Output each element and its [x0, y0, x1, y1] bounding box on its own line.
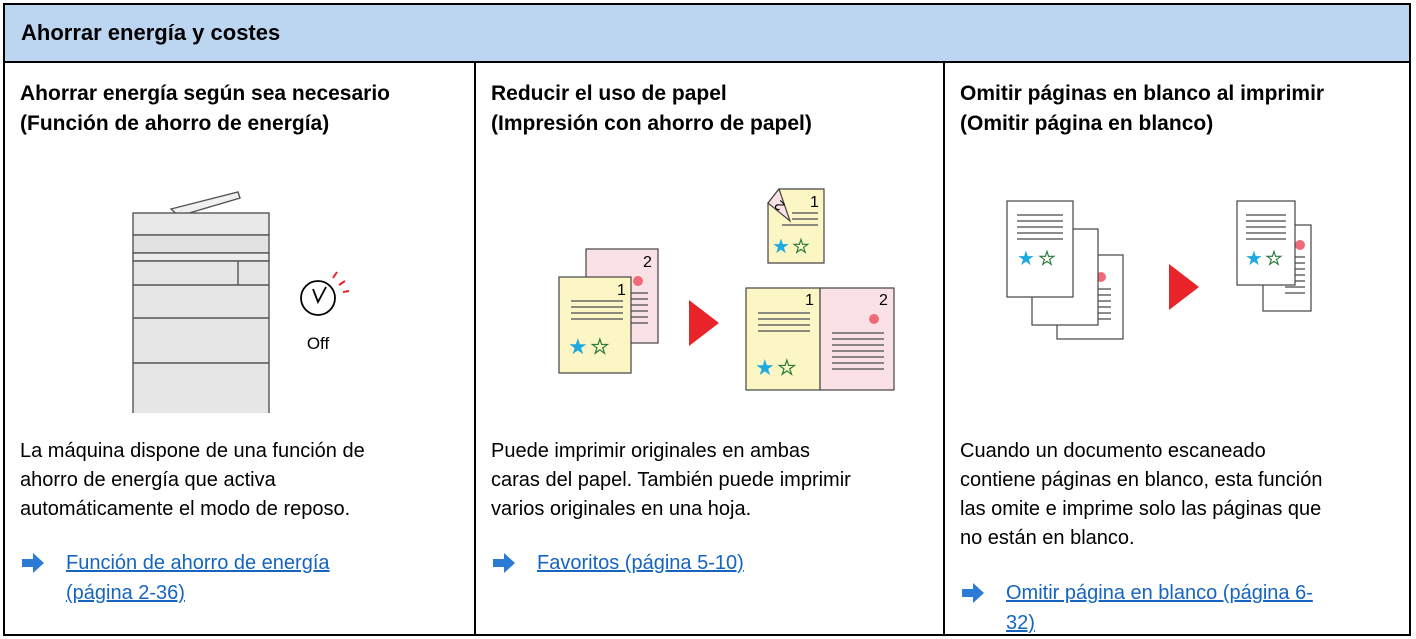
- duplex-illustration: 2 1 ★ ☆: [476, 173, 943, 413]
- energy-illustration: Off: [5, 173, 474, 413]
- content-panel: Ahorrar energía y costes Ahorrar energía…: [3, 3, 1411, 636]
- svg-text:★: ★: [568, 334, 588, 359]
- feature-column-paper: Reducir el uso de papel (Impresión con a…: [474, 63, 943, 634]
- feature-title-line: Reducir el uso de papel: [491, 82, 727, 105]
- reference: Función de ahorro de energía (página 2-3…: [20, 548, 330, 608]
- svg-text:★: ★: [755, 355, 775, 380]
- reference: Favoritos (página 5-10): [491, 548, 744, 578]
- svg-text:1: 1: [810, 194, 819, 211]
- document-pages-icon: ★ ☆: [1006, 200, 1312, 340]
- feature-description: Puede imprimir originales en ambas caras…: [491, 437, 925, 524]
- printer-icon: Off: [132, 191, 350, 413]
- feature-title: Omitir páginas en blanco al imprimir (Om…: [960, 79, 1399, 139]
- feature-title-line: (Función de ahorro de energía): [20, 112, 330, 135]
- svg-text:☆: ☆: [777, 355, 797, 380]
- feature-title-line: Omitir páginas en blanco al imprimir: [960, 82, 1325, 105]
- description-line: no están en blanco.: [960, 527, 1135, 549]
- description-line: ahorro de energía que activa: [20, 469, 276, 491]
- link-arrow-icon: [22, 553, 44, 573]
- svg-text:2: 2: [879, 292, 888, 309]
- description-line: caras del papel. También puede imprimir: [491, 469, 851, 491]
- feature-title-line: (Omitir página en blanco): [960, 112, 1214, 135]
- document-pages-icon: 2 1 ★ ☆: [558, 187, 895, 391]
- svg-text:☆: ☆: [590, 334, 610, 359]
- next-arrow-icon: [689, 300, 719, 346]
- description-line: Cuando un documento escaneado: [960, 440, 1266, 462]
- feature-description: Cuando un documento escaneado contiene p…: [960, 437, 1391, 553]
- feature-column-energy: Ahorrar energía según sea necesario (Fun…: [5, 63, 474, 634]
- feature-title-line: (Impresión con ahorro de papel): [491, 112, 812, 135]
- timer-icon: Off: [300, 271, 350, 353]
- feature-description: La máquina dispone de una función de aho…: [20, 437, 456, 524]
- section-header: Ahorrar energía y costes: [5, 5, 1409, 63]
- feature-title: Ahorrar energía según sea necesario (Fun…: [20, 79, 464, 139]
- description-line: Puede imprimir originales en ambas: [491, 440, 811, 462]
- svg-text:★: ★: [1017, 248, 1035, 270]
- svg-text:☆: ☆: [1038, 248, 1056, 270]
- link-arrow-icon: [493, 553, 515, 573]
- next-arrow-icon: [1169, 264, 1199, 310]
- svg-text:2: 2: [643, 254, 652, 271]
- svg-text:1: 1: [805, 292, 814, 309]
- reference: Omitir página en blanco (página 6- 32): [960, 578, 1313, 638]
- reference-link-favorites[interactable]: Favoritos (página 5-10): [537, 552, 744, 574]
- reference-link-energy[interactable]: Función de ahorro de energía (página 2-3…: [66, 552, 330, 604]
- skip-blank-illustration: ★ ☆: [945, 173, 1409, 413]
- description-line: las omite e imprime solo las páginas que: [960, 498, 1322, 520]
- feature-title-line: Ahorrar energía según sea necesario: [20, 82, 390, 105]
- svg-text:★: ★: [772, 236, 790, 258]
- description-line: contiene páginas en blanco, esta función: [960, 469, 1323, 491]
- off-label: Off: [307, 334, 330, 353]
- feature-columns: Ahorrar energía según sea necesario (Fun…: [5, 63, 1409, 634]
- reference-link-blank-page[interactable]: Omitir página en blanco (página 6- 32): [1006, 582, 1313, 634]
- page-title: Ahorrar energía y costes: [21, 20, 281, 45]
- svg-text:☆: ☆: [792, 236, 810, 258]
- svg-text:1: 1: [617, 282, 626, 299]
- description-line: La máquina dispone de una función de: [20, 440, 365, 462]
- svg-text:★: ★: [1245, 248, 1263, 270]
- link-arrow-icon: [962, 583, 984, 603]
- description-line: automáticamente el modo de reposo.: [20, 498, 351, 520]
- svg-text:☆: ☆: [1265, 248, 1283, 270]
- description-line: varios originales en una hoja.: [491, 498, 752, 520]
- feature-title: Reducir el uso de papel (Impresión con a…: [491, 79, 933, 139]
- feature-column-blank-skip: Omitir páginas en blanco al imprimir (Om…: [943, 63, 1409, 634]
